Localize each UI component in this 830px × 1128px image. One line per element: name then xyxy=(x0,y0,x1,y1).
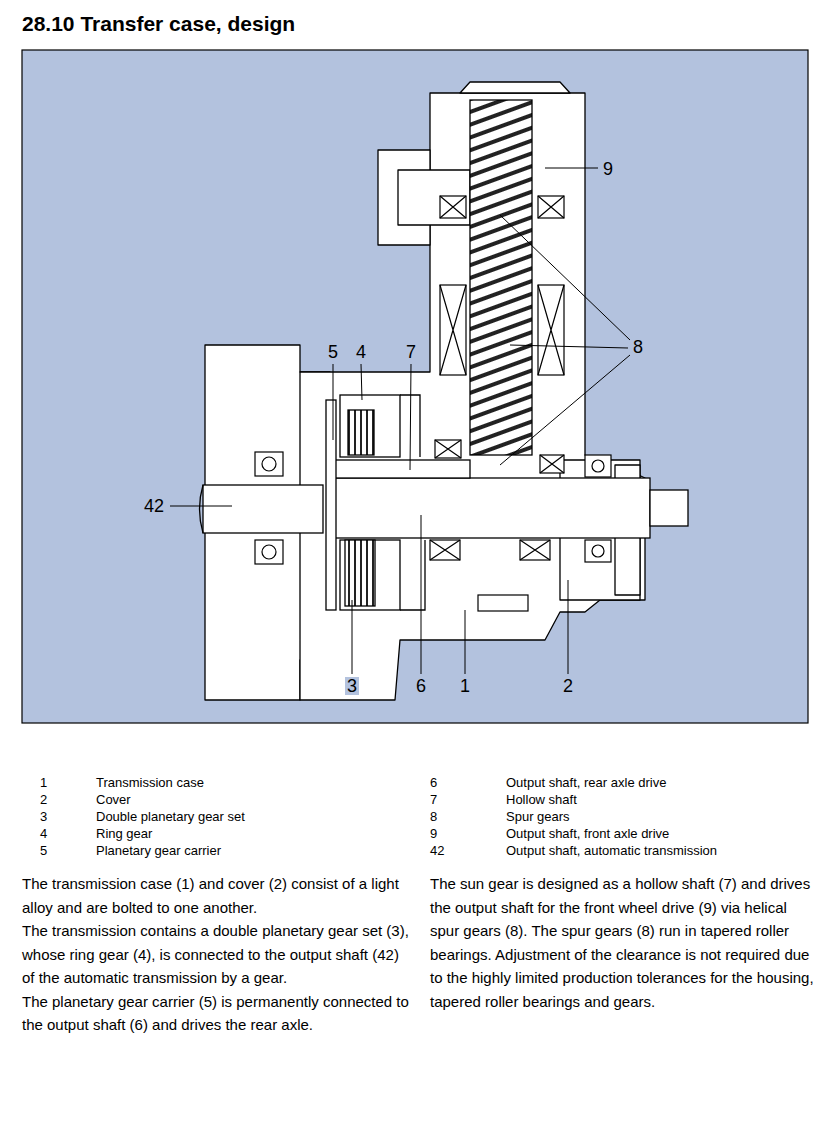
legend-number: 3 xyxy=(40,809,47,825)
legend-number: 6 xyxy=(430,775,437,791)
legend-text: Cover xyxy=(96,792,131,808)
legend-text: Transmission case xyxy=(96,775,204,791)
legend-number: 5 xyxy=(40,843,47,859)
text-column: The sun gear is designed as a hollow sha… xyxy=(430,872,818,1013)
spur-gears xyxy=(470,100,532,455)
legend-number: 4 xyxy=(40,826,47,842)
figure-title: 28.10 Transfer case, design xyxy=(22,12,295,36)
legend-text: Ring gear xyxy=(96,826,152,842)
legend-number: 7 xyxy=(430,792,437,808)
legend-number: 1 xyxy=(40,775,47,791)
callout-number: 1 xyxy=(458,677,472,695)
legend-text: Double planetary gear set xyxy=(96,809,245,825)
callout-number: 4 xyxy=(354,343,368,361)
housing xyxy=(205,82,645,700)
callout-number: 42 xyxy=(142,497,166,515)
callout-number: 7 xyxy=(404,343,418,361)
leader-lines xyxy=(170,168,630,674)
body-paragraph: The transmission case (1) and cover (2) … xyxy=(22,872,414,919)
legend-text: Planetary gear carrier xyxy=(96,843,221,859)
legend-number: 9 xyxy=(430,826,437,842)
legend-text: Output shaft, rear axle drive xyxy=(506,775,666,791)
callout-number: 9 xyxy=(601,160,615,178)
body-paragraph: The planetary gear carrier (5) is perman… xyxy=(22,990,414,1037)
legend-text: Output shaft, front axle drive xyxy=(506,826,669,842)
legend-number: 42 xyxy=(430,843,444,859)
callout-number: 3 xyxy=(345,677,359,695)
figure-panel xyxy=(22,50,808,723)
text-column: The transmission case (1) and cover (2) … xyxy=(22,872,414,1037)
legend-number: 8 xyxy=(430,809,437,825)
legend-text: Hollow shaft xyxy=(506,792,577,808)
callout-number: 6 xyxy=(414,677,428,695)
bearings xyxy=(255,196,611,611)
legend-number: 2 xyxy=(40,792,47,808)
legend-text: Output shaft, automatic transmission xyxy=(506,843,717,859)
legend-text: Spur gears xyxy=(506,809,570,825)
callout-number: 8 xyxy=(631,338,645,356)
body-paragraph: The transmission contains a double plane… xyxy=(22,919,414,990)
callout-number: 2 xyxy=(561,677,575,695)
callout-number: 5 xyxy=(326,343,340,361)
body-paragraph: The sun gear is designed as a hollow sha… xyxy=(430,872,818,1013)
